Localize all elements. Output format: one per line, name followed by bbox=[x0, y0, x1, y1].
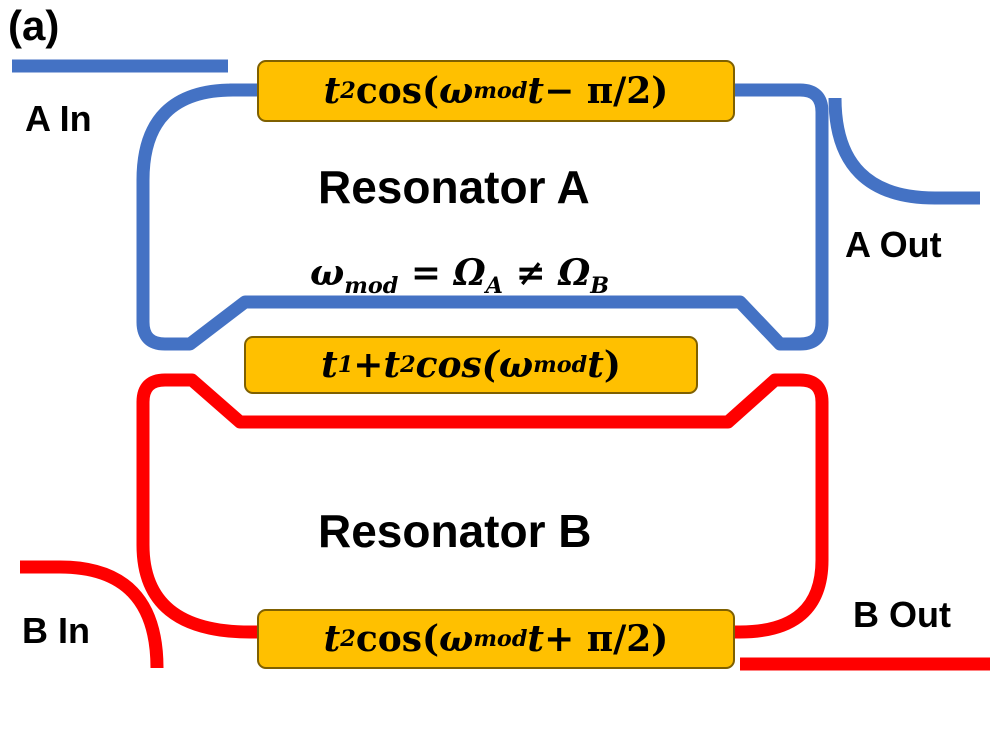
mod-top-func: cos( bbox=[355, 70, 440, 112]
capital-omega-b-subscript: B bbox=[590, 272, 610, 299]
equals-sign: = bbox=[398, 252, 454, 294]
resonator-a-title: Resonator A bbox=[318, 161, 590, 213]
omega-subscript: mod bbox=[344, 272, 399, 299]
mod-mid-t1-sub: 1 bbox=[337, 352, 354, 378]
mod-mid-coef-sub: 2 bbox=[400, 352, 416, 378]
a-out-label: A Out bbox=[845, 224, 942, 265]
mod-top-var: t bbox=[527, 70, 545, 112]
b-in-waveguide bbox=[20, 560, 164, 669]
mod-mid-omega: ω bbox=[498, 344, 534, 386]
capital-omega-a-subscript: A bbox=[485, 272, 503, 299]
mod-top-tail: − π/2) bbox=[544, 70, 669, 112]
mod-top-omega: ω bbox=[439, 70, 474, 112]
mod-top-coef: t bbox=[323, 70, 341, 112]
mod-bot-tail: + π/2) bbox=[544, 618, 669, 660]
b-out-label: B Out bbox=[853, 594, 951, 635]
mod-mid-plus: + bbox=[353, 344, 384, 386]
mod-mid-func: cos( bbox=[415, 344, 499, 386]
a-in-label: A In bbox=[25, 98, 92, 139]
b-in-label: B In bbox=[22, 610, 90, 651]
mod-mid-close: ) bbox=[603, 344, 621, 386]
mod-bot-coef-sub: 2 bbox=[340, 626, 356, 652]
not-equal-sign: ≠ bbox=[502, 252, 559, 294]
resonator-b-title: Resonator B bbox=[318, 505, 592, 557]
mod-mid-t1: t bbox=[321, 344, 338, 386]
panel-label: (a) bbox=[8, 2, 60, 49]
mod-bot-omega: ω bbox=[439, 618, 474, 660]
resonator-b-waveguide bbox=[136, 373, 829, 639]
mod-top-coef-sub: 2 bbox=[340, 78, 356, 104]
mod-bot-omega-sub: mod bbox=[473, 626, 528, 652]
mod-mid-coef: t bbox=[383, 344, 401, 386]
mod-mid-var: t bbox=[587, 344, 604, 386]
mod-bot-var: t bbox=[527, 618, 545, 660]
capital-omega-a: Ω bbox=[453, 252, 486, 294]
mod-mid-omega-sub: mod bbox=[533, 352, 588, 378]
resonator-a-waveguide bbox=[136, 83, 829, 351]
a-out-waveguide bbox=[828, 97, 980, 205]
capital-omega-b: Ω bbox=[558, 252, 591, 294]
mod-bot-func: cos( bbox=[355, 618, 440, 660]
modulation-condition: ωmod = ΩA ≠ ΩB bbox=[310, 252, 609, 299]
mod-bot-coef: t bbox=[323, 618, 341, 660]
omega-symbol: ω bbox=[310, 252, 345, 294]
mod-top-omega-sub: mod bbox=[473, 78, 528, 104]
